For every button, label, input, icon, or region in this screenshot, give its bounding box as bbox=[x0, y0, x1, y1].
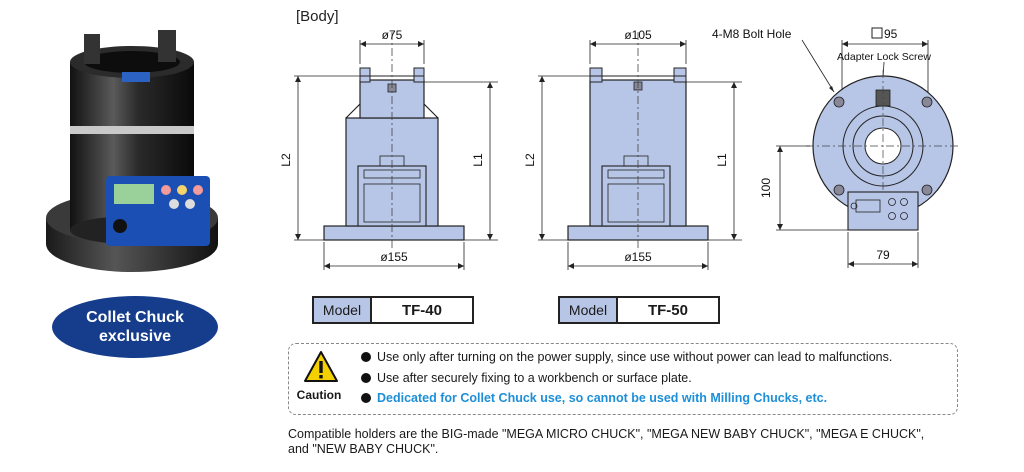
bullet-icon bbox=[361, 373, 371, 383]
tf40-l2: L2 bbox=[279, 153, 293, 167]
tf40-l1: L1 bbox=[471, 153, 485, 167]
caution-item: Use only after turning on the power supp… bbox=[361, 350, 892, 364]
caution-item: Use after securely fixing to a workbench… bbox=[361, 371, 692, 385]
tf40-model-table: Model TF-40 bbox=[312, 296, 474, 324]
collet-chuck-badge: Collet Chuck exclusive bbox=[52, 296, 218, 358]
lock-screw-label: Adapter Lock Screw bbox=[837, 51, 931, 63]
bullet-icon bbox=[361, 393, 371, 403]
tf40-model-label: Model bbox=[314, 298, 372, 322]
tf50-l1: L1 bbox=[715, 153, 729, 167]
compatibility-note: Compatible holders are the BIG-made "MEG… bbox=[288, 427, 988, 457]
tf50-top-dim: ø105 bbox=[624, 28, 652, 42]
compat-line1: Compatible holders are the BIG-made "MEG… bbox=[288, 427, 925, 441]
square-dim: 95 bbox=[884, 27, 898, 41]
badge-line2: exclusive bbox=[98, 328, 172, 345]
warning-icon bbox=[304, 351, 338, 382]
caution-label: Caution bbox=[296, 388, 342, 402]
tf40-base-dim: ø155 bbox=[380, 250, 408, 264]
badge-line1: Collet Chuck bbox=[86, 309, 184, 326]
caution-text: Use only after turning on the power supp… bbox=[377, 350, 893, 364]
tf40-model-value: TF-40 bbox=[401, 301, 442, 319]
tf50-base-dim: ø155 bbox=[624, 250, 652, 264]
height-dim: 100 bbox=[759, 178, 773, 198]
caution-text: Dedicated for Collet Chuck use, so canno… bbox=[377, 391, 828, 405]
product-photo bbox=[46, 30, 218, 272]
tf50-model-table: Model TF-50 bbox=[558, 296, 720, 324]
top-view-drawing: 4-M8 Bolt Hole 95 Adapter Lock Screw 100… bbox=[712, 27, 960, 268]
tf40-top-dim: ø75 bbox=[382, 28, 403, 42]
section-label: [Body] bbox=[296, 8, 339, 25]
compat-line2: and "NEW BABY CHUCK". bbox=[288, 442, 439, 456]
bolt-hole-label: 4-M8 Bolt Hole bbox=[712, 27, 792, 41]
width-dim: 79 bbox=[876, 248, 890, 262]
tf50-drawing: ø105 ø155 L2 L1 bbox=[523, 28, 742, 270]
tf50-model-label: Model bbox=[560, 298, 618, 322]
tf50-l2: L2 bbox=[523, 153, 537, 167]
caution-item-highlight: Dedicated for Collet Chuck use, so canno… bbox=[361, 391, 827, 405]
tf40-drawing: ø75 ø155 L2 L1 bbox=[279, 28, 498, 270]
tf50-model-value: TF-50 bbox=[647, 301, 688, 319]
caution-box: Caution Use only after turning on the po… bbox=[288, 343, 958, 415]
bullet-icon bbox=[361, 352, 371, 362]
caution-text: Use after securely fixing to a workbench… bbox=[377, 371, 692, 385]
